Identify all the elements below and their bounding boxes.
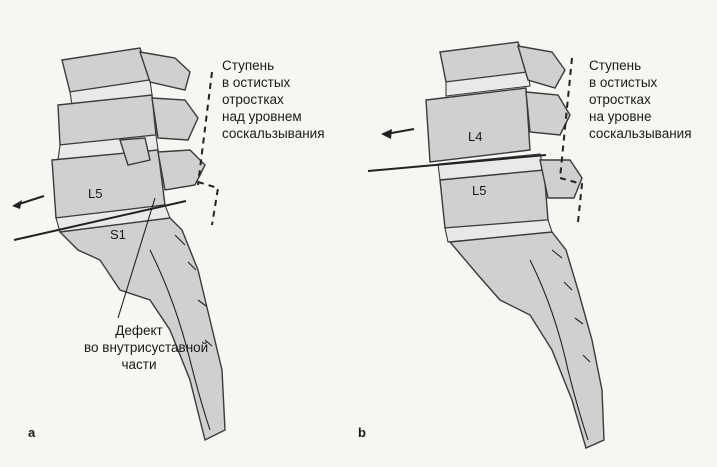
panel-a-letter: a [28, 425, 36, 440]
panel-b-slip-line [367, 154, 547, 172]
panel-b-vertebra-upper-label: L4 [468, 129, 483, 144]
panel-a-step-bracket [197, 181, 220, 226]
panel-a-spine [12, 47, 226, 442]
panel-b-vertebra-l5 [439, 169, 549, 229]
panel-a-spinous-1 [138, 51, 191, 91]
panel-a-defect-leader [117, 197, 156, 319]
panel-b-step-bracket [559, 177, 584, 223]
panel-b-sacrum [448, 231, 605, 449]
panel-b-arrow-head [381, 129, 392, 139]
panel-b-disc-1 [445, 71, 531, 97]
panel-b-letter: b [358, 425, 366, 440]
panel-b-step-line [559, 57, 573, 179]
panel-a-facet [119, 137, 151, 166]
panel-a-slip-line [13, 200, 187, 241]
panel-a-step-line [197, 71, 213, 186]
panel-a-arrow-head [12, 200, 22, 209]
panel-a-spinous-2 [151, 97, 199, 141]
panel-a-vertebra-lower-label: S1 [110, 227, 126, 242]
panel-b-spine [367, 41, 605, 449]
panel-b-step-caption: Ступень в остистых отростках на уровне с… [589, 58, 692, 141]
panel-b-spinous-1 [517, 45, 566, 89]
panel-a-step-caption: Ступень в остистых отростках над уровнем… [222, 58, 325, 141]
panel-b-vertebra-l4 [425, 87, 531, 163]
panel-b-vertebra-lower-label: L5 [472, 183, 487, 198]
panel-a-vertebra-upper-label: L5 [88, 186, 103, 201]
panel-a-sacrum [58, 217, 226, 442]
panel-a-defect-caption: Дефект во внутрисуставной части [84, 323, 209, 372]
panel-b-spinous-2 [525, 91, 571, 136]
